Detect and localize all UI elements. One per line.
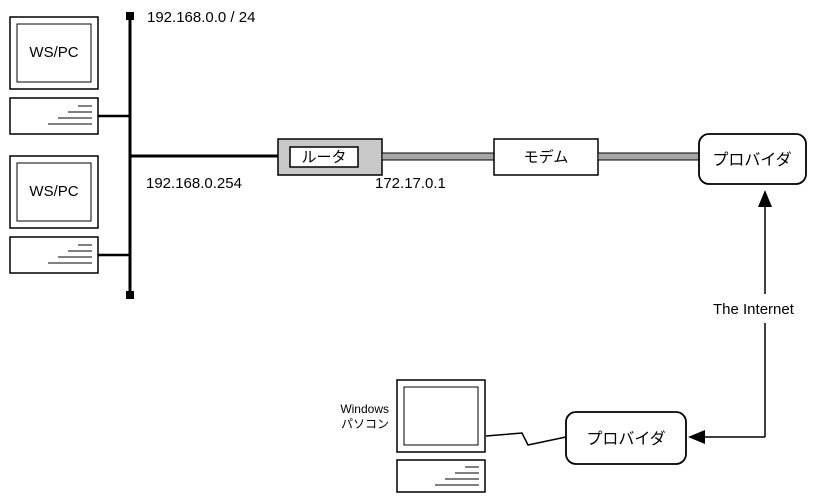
modem-label: モデム — [524, 148, 569, 166]
ws2-screen — [16, 162, 92, 222]
arrow-left-icon — [688, 430, 705, 444]
ws1-screen — [16, 23, 92, 83]
windows-pc-label-line2: パソコン — [341, 417, 389, 431]
backbone-top-terminator — [126, 12, 134, 20]
ws2-base-slots — [48, 244, 92, 264]
provider-bottom: プロバイダ — [565, 411, 687, 465]
ws1-label: WS/PC — [29, 44, 78, 61]
router-label: ルータ — [301, 149, 346, 166]
windows-pc-screen — [403, 386, 479, 446]
wan-address-label: 172.17.0.1 — [375, 175, 446, 192]
arrow-up-icon — [758, 190, 772, 207]
windows-pc-base — [396, 459, 486, 493]
internet-path — [688, 190, 772, 444]
windows-pc-label-line1: Windows — [340, 402, 389, 416]
windows-pc — [396, 379, 486, 493]
modem-provider-link — [597, 152, 701, 161]
subnet-label: 192.168.0.0 / 24 — [147, 9, 255, 26]
workstation-1: WS/PC — [9, 16, 130, 135]
lan-address-label: 192.168.0.254 — [146, 175, 242, 192]
backbone-bottom-terminator — [126, 291, 134, 299]
ws1-base — [9, 97, 99, 135]
provider-bottom-label: プロバイダ — [586, 430, 665, 448]
provider-top: プロバイダ — [698, 133, 807, 185]
router-modem-link — [381, 152, 495, 161]
router-label-plate — [289, 146, 359, 168]
workstation-2: WS/PC — [9, 155, 130, 274]
modem: モデム — [493, 138, 599, 176]
provider-bottom-box — [565, 411, 687, 465]
windows-pc-base-slots — [435, 466, 479, 486]
provider-top-label: プロバイダ — [712, 151, 791, 169]
provider-top-box — [698, 133, 807, 185]
ws1-base-slots — [48, 105, 92, 125]
dialup-link — [485, 432, 567, 446]
internet-label: The Internet — [713, 301, 795, 318]
ws2-label: WS/PC — [29, 183, 78, 200]
ws2-base — [9, 236, 99, 274]
router: ルータ — [277, 138, 383, 176]
